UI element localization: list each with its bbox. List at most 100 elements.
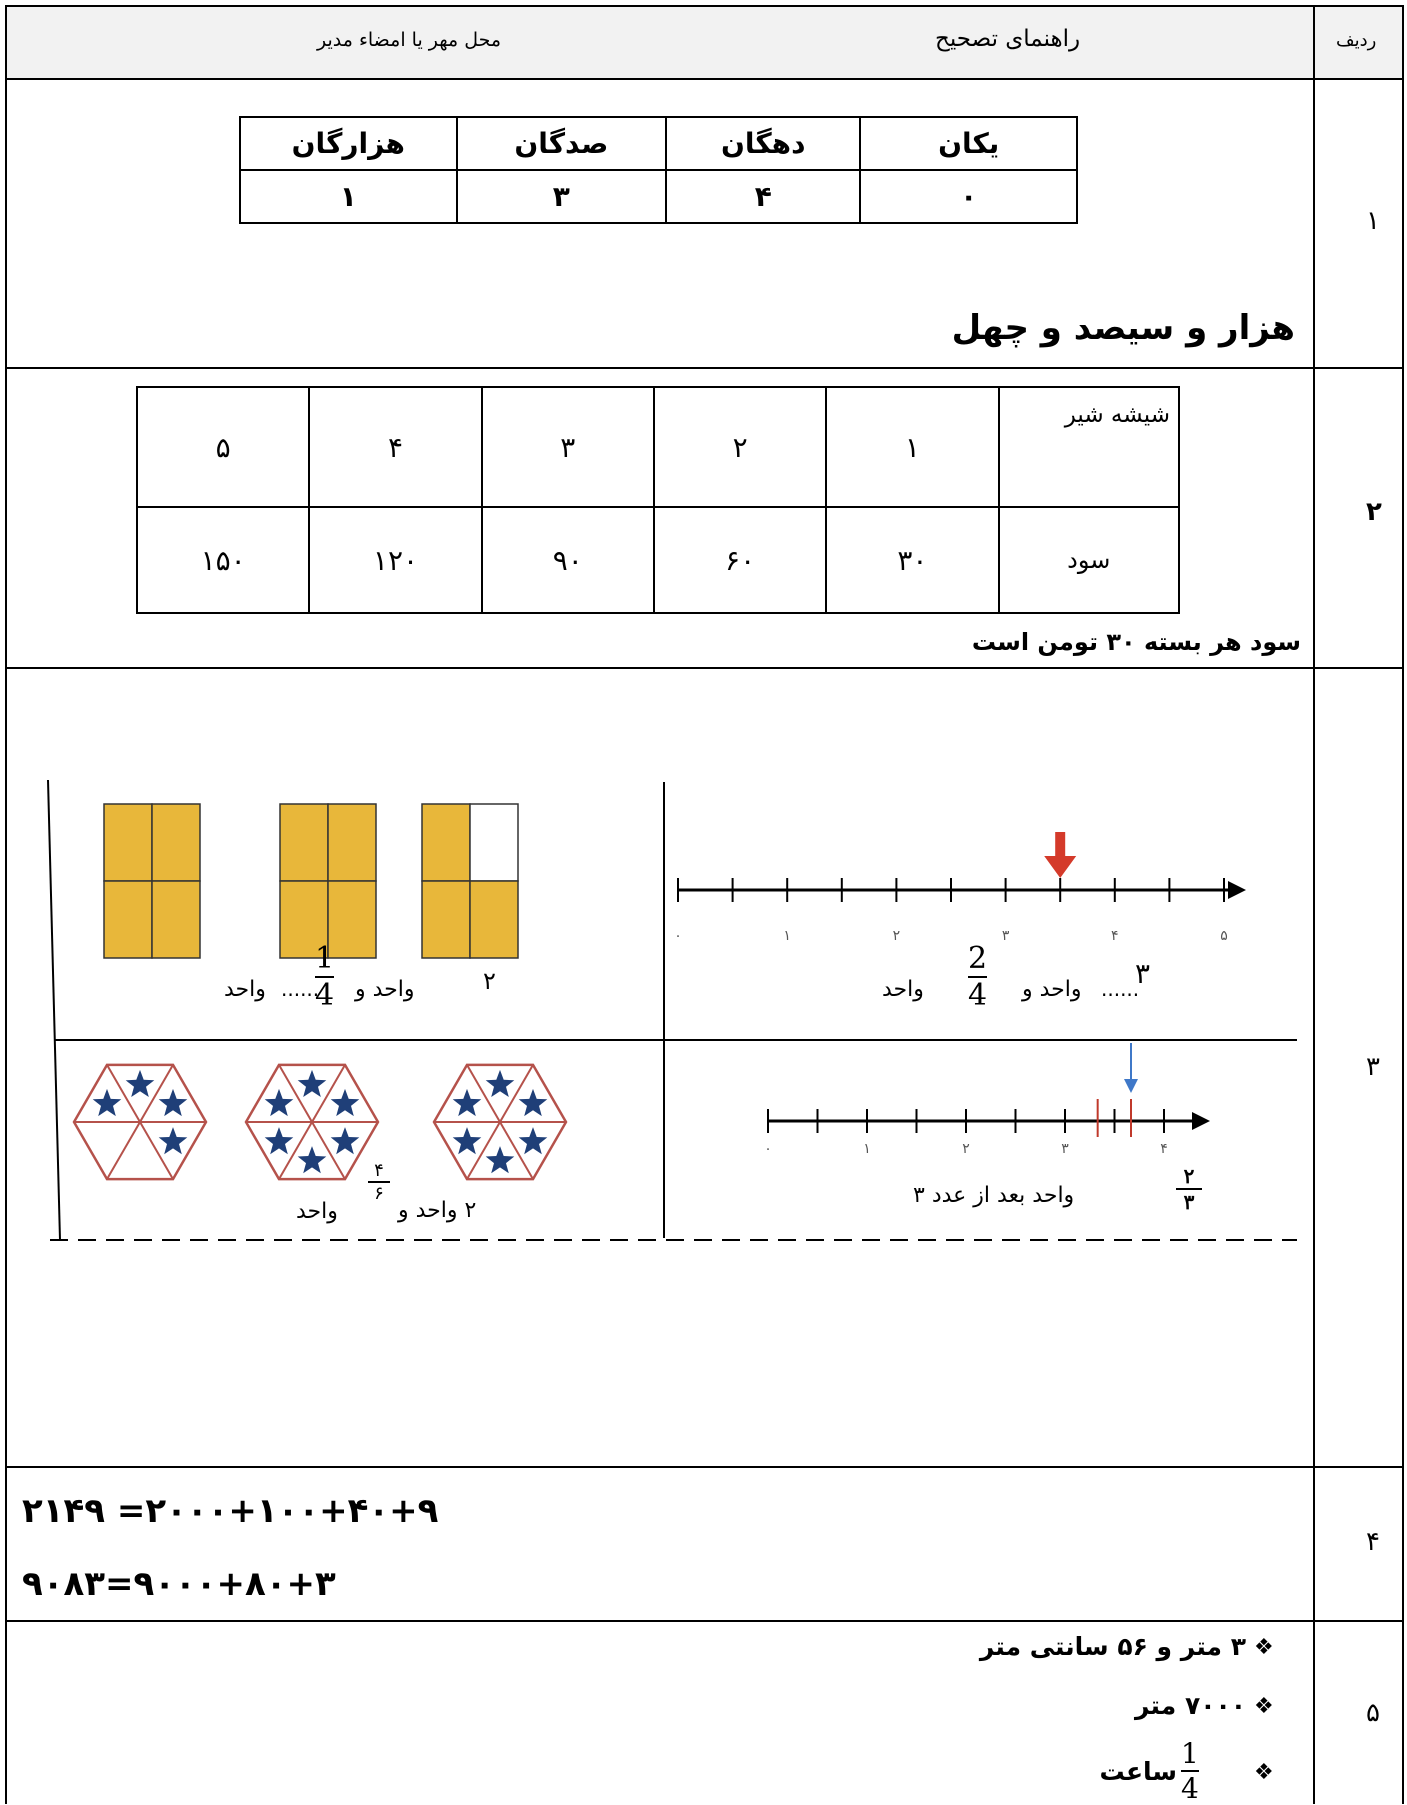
caption-whole: ۲: [483, 967, 496, 995]
row-number-3: ۳: [1366, 1052, 1380, 1082]
star-icon: [330, 1127, 360, 1155]
answer-arrow-head: [1044, 856, 1077, 878]
axis-arrow-head: [1228, 881, 1246, 899]
equation-2149: ۲۱۴۹ =۲۰۰۰+۱۰۰+۴۰+۹: [22, 1491, 439, 1531]
star-icon: [264, 1127, 294, 1155]
quarter-cell: [103, 803, 153, 882]
milk-table-cell: ۱۲۰: [308, 506, 483, 614]
number-line-tick-label: ۱: [783, 928, 791, 944]
star-icon: [485, 1146, 515, 1174]
milk-table-row-label: سود: [997, 506, 1181, 614]
number-line-tick-label: ۵: [1220, 928, 1228, 944]
place-value-cell: ۰: [859, 169, 1078, 224]
table-border-right: [1402, 5, 1404, 1804]
table-border-left: [5, 5, 7, 1804]
caption-and: واحد و: [355, 977, 415, 1002]
fraction-two-thirds: ۲ ۳: [1176, 1164, 1202, 1214]
quarter-cell: [151, 880, 201, 959]
number-line-tick-label: ۴: [1160, 1141, 1168, 1157]
hexagon-divider: [106, 1064, 174, 1180]
number-line-top: ۰ ۱ ۲ ۳ ۴ ۵: [674, 832, 1246, 944]
caption-dots: ......: [1101, 977, 1140, 1001]
quarter-cell: [421, 803, 471, 882]
star-icon: [297, 1069, 327, 1097]
star-icon: [485, 1069, 515, 1097]
quarter-cell: [327, 880, 377, 959]
caption-dots: ......: [281, 977, 320, 1001]
number-line-tick-label: ۲: [962, 1141, 970, 1157]
table-border-top: [5, 5, 1404, 7]
star-icon: [92, 1088, 122, 1117]
number-line-tick-label: ۴: [1111, 928, 1119, 944]
milk-table-cell: ۳: [480, 386, 655, 508]
milk-table-cell: ۴: [308, 386, 483, 508]
star-icon: [452, 1127, 482, 1155]
star-icon: [125, 1069, 155, 1097]
bullet-icon: ❖: [1254, 1694, 1274, 1719]
row2-answer: سود هر بسته ۳۰ تومن است: [971, 628, 1301, 656]
fraction-one-quarter: 1 4: [315, 941, 335, 1013]
hexagon-divider: [278, 1064, 346, 1180]
quarter-cell: [421, 880, 471, 959]
quarter-cell: [469, 880, 519, 959]
place-value-table: هزارگان صدگان دهگان یکان ۱ ۳ ۴ ۰: [239, 116, 1078, 224]
number-line-tick-label: ۰: [764, 1141, 772, 1157]
star-icon: [452, 1088, 482, 1117]
number-line-tick-label: ۱: [863, 1141, 871, 1157]
bullet-item-meters: ۷۰۰۰ متر: [1135, 1691, 1246, 1720]
header-row-label: ردیف: [1336, 30, 1377, 51]
hexagon-divider: [466, 1064, 534, 1180]
bullet-icon: ❖: [1254, 1760, 1274, 1785]
quarter-cell: [151, 803, 201, 882]
quarter-cell: [327, 803, 377, 882]
place-value-header: یکان: [859, 116, 1078, 171]
row-number-column-divider: [1313, 5, 1315, 1804]
row-divider: [5, 1620, 1404, 1622]
fraction-two-quarters: 2 4: [968, 941, 988, 1013]
row1-answer: هزار و سیصد و چهل: [951, 308, 1295, 348]
number-line-tick-label: ۰: [674, 928, 682, 944]
header-stamp-area: محل مهر یا امضاء مدیر: [317, 29, 502, 51]
number-line-tick-label: ۳: [1061, 1141, 1069, 1157]
number-line-tick-label: ۲: [893, 928, 901, 944]
star-icon: [158, 1088, 188, 1117]
milk-table-cell: ۳۰: [825, 506, 1000, 614]
answer-arrow-head: [1124, 1079, 1139, 1093]
caption-after-three: واحد بعد از عدد ۳: [913, 1183, 1075, 1208]
quarter-cell: [279, 880, 329, 959]
milk-table-row-label: شیشه شیر: [997, 386, 1181, 508]
caption-unit: واحد: [296, 1199, 338, 1224]
milk-table-cell: ۱: [825, 386, 1000, 508]
star-icon: [330, 1088, 360, 1117]
place-value-header: دهگان: [665, 116, 862, 171]
place-value-cell: ۴: [665, 169, 862, 224]
caption-unit: واحد: [882, 977, 924, 1002]
row-number-1: ۱: [1366, 206, 1380, 236]
row-number-5: ۵: [1366, 1698, 1380, 1728]
fraction-quarter-hour: 1 4: [1181, 1737, 1199, 1805]
number-line-tick-label: ۳: [1002, 928, 1010, 944]
caption-and: واحد و: [1022, 977, 1082, 1002]
milk-table-cell: ۶۰: [652, 506, 828, 614]
header-guide-title: راهنمای تصحیح: [935, 26, 1081, 52]
quarter-rectangles: [103, 803, 519, 959]
place-value-cell: ۱: [239, 169, 458, 224]
caption-unit: واحد: [224, 977, 266, 1002]
milk-profit-table: ۵ ۴ ۳ ۲ ۱ شیشه شیر ۱۵۰ ۱۲۰ ۹۰ ۶۰ ۳۰ سود: [135, 386, 1181, 614]
star-icon: [264, 1088, 294, 1117]
place-value-header: صدگان: [455, 116, 668, 171]
milk-table-cell: ۹۰: [480, 506, 655, 614]
bullet-icon: ❖: [1254, 1635, 1274, 1660]
equation-9083: ۹۰۸۳=۹۰۰۰+۸۰+۳: [22, 1564, 336, 1604]
star-icon: [158, 1127, 188, 1155]
milk-table-cell: ۵: [135, 386, 311, 508]
axis-arrow-head: [1192, 1112, 1210, 1130]
diagram-divider: [47, 779, 61, 1241]
bullet-item-length: ۳ متر و ۵۶ سانتی متر: [979, 1632, 1246, 1661]
row-divider: [5, 1466, 1404, 1468]
milk-table-cell: ۲: [652, 386, 828, 508]
quarter-cell: [469, 803, 519, 882]
bullet-item-hour: ساعت: [1099, 1757, 1177, 1786]
header-background: [6, 6, 1403, 78]
